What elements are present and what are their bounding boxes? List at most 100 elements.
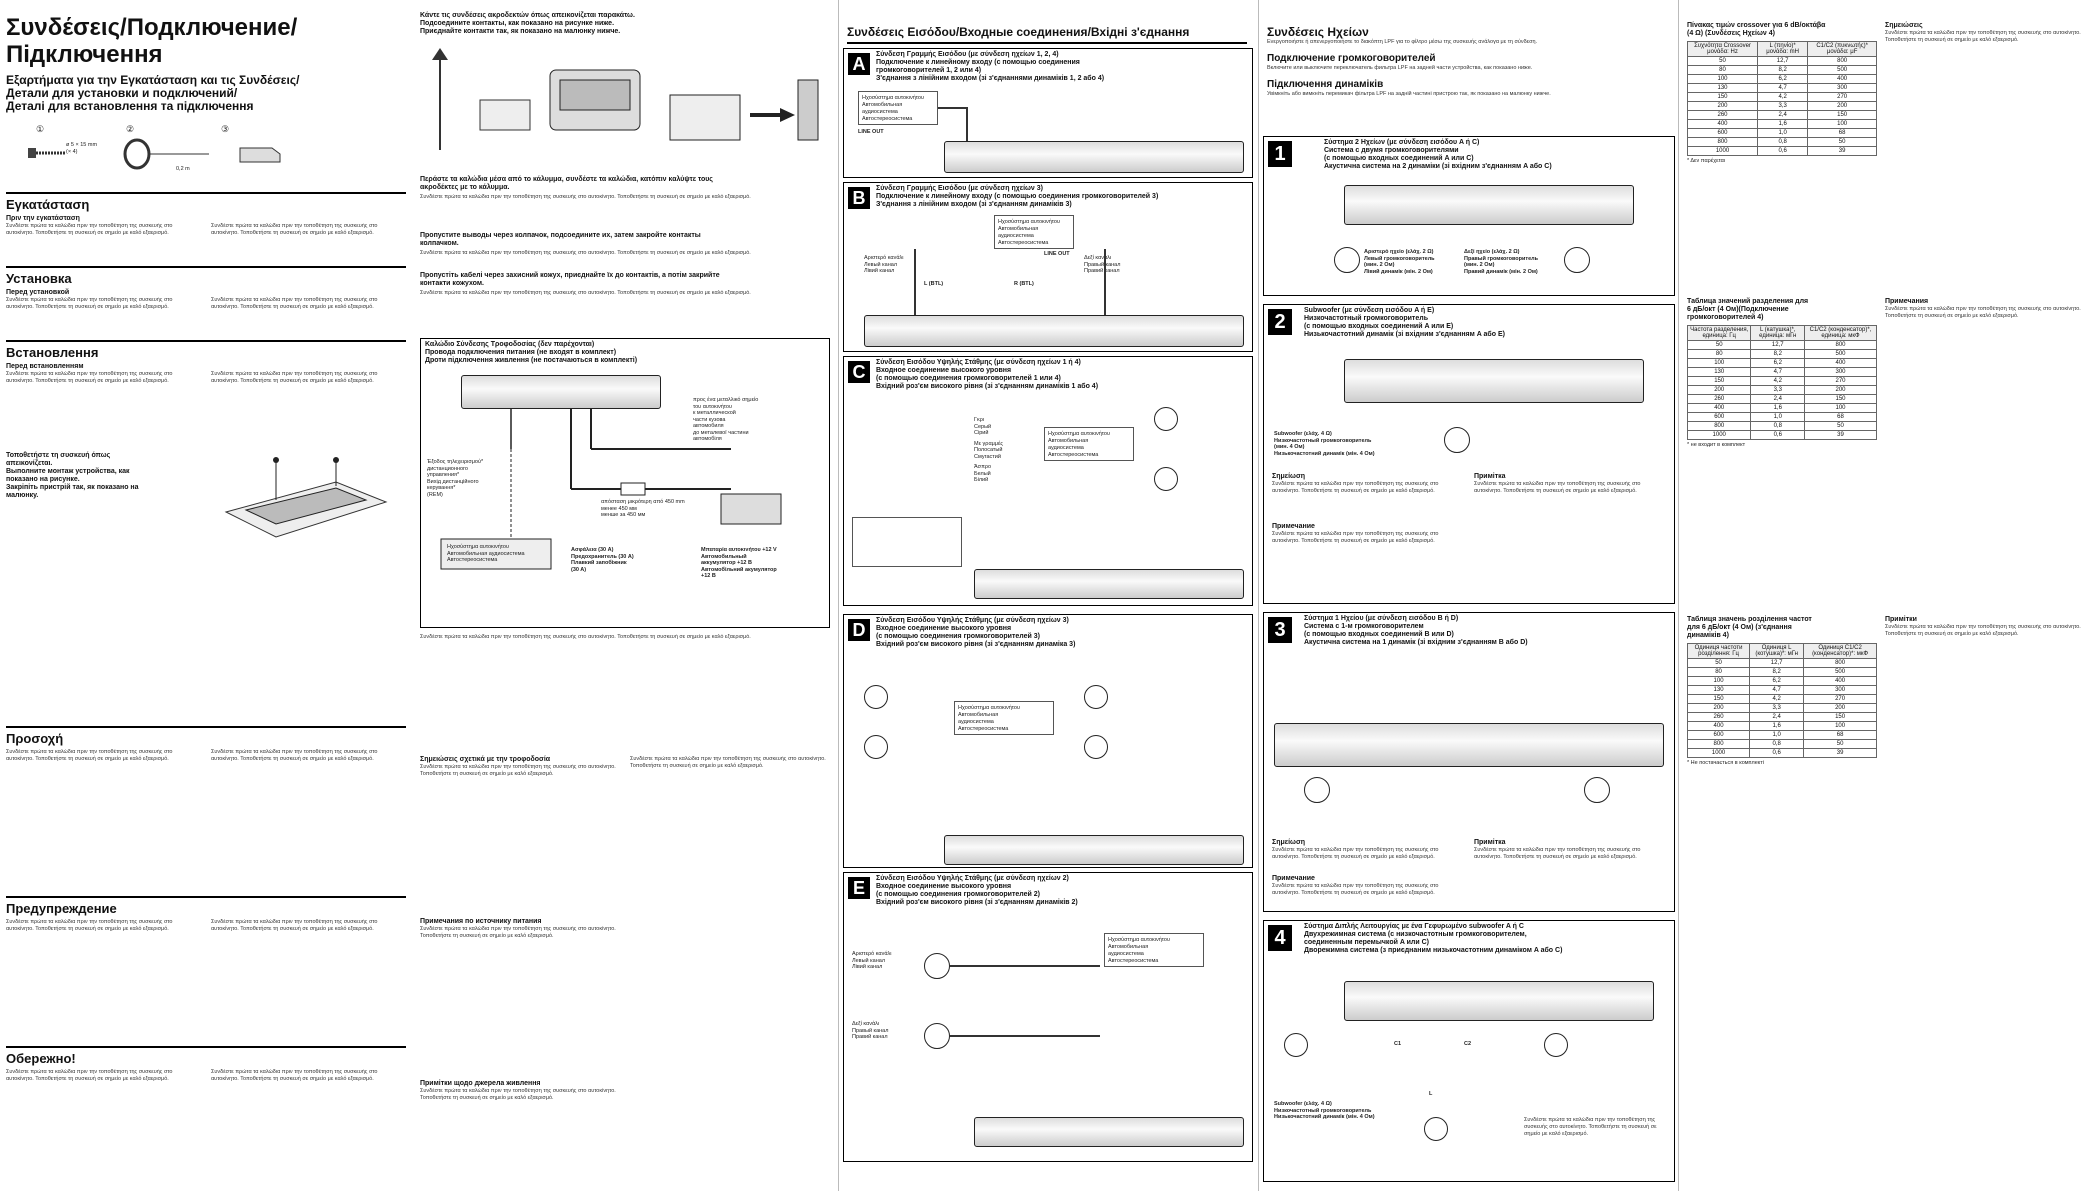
inputs-title: Συνδέσεις Εισόδου/Входные соединения/Вхі… [847,25,1190,39]
table2-cell: 1,6 [1750,403,1805,413]
section-e: E Σύνδεση Εισόδου Υψηλής Στάθμης (με σύν… [843,872,1253,1162]
speaker-intro-ru: Включите или выключите переключатель фил… [1267,65,1533,71]
left-ch-e: Αριστερό κανάλι Левый канал Лівий канал [852,951,892,971]
section-d-line3: (с помощью соединения громкоговорителей … [876,633,1041,640]
section-d-heading: Σύνδεση Εισόδου Υψηλής Στάθμης (με σύνδε… [876,617,1075,649]
power-notes-gr: Σημειώσεις σχετικά με την τροφοδοσία Συν… [420,756,620,1188]
power-wiring [440,409,782,570]
section-a-line3: громкоговорителей 1, 2 или 4) [876,67,982,74]
system-2-line2: Низкочастотный громкоговоритель [1304,315,1428,322]
speaker-s4-right-icon [1544,1033,1568,1057]
system-4-number: 4 [1268,925,1292,951]
wire-instr-ua: Приєднайте контакти так, як показано на … [420,28,621,35]
table3-title-1: Таблиця значень розділення частот [1687,616,1812,623]
wire-b1 [914,249,916,319]
color-gray-ru: Серый [974,423,992,430]
speaker-c-left-icon [1154,467,1178,491]
remote-label-2: дистанционного [427,465,468,472]
table2-cell: 1,0 [1750,412,1805,422]
battery-label: Μπαταρία αυτοκινήτου +12 V Автомобильный… [701,547,777,580]
mount-line-3: Выполните монтаж устройства, как [6,468,130,475]
table3-head-l: Одиниця L (котушка)*: мГн [1749,643,1805,659]
remote-label-1: Έξοδος τηλεχειρισμού* [427,459,484,465]
table3-cell: 400 [1686,721,1751,731]
mount-line-4: показано на рисунке. [6,476,80,483]
install-text-ua-2: Συνδέστε πρώτα τα καλώδια πριν την τοποθ… [211,371,378,384]
table2-cell: 0,8 [1750,421,1805,431]
right-spk-s1-1: Δεξί ηχείο (ελάχ. 2 Ω) [1464,249,1520,255]
table2-cell: 6,2 [1750,358,1805,368]
power-notes-text-gr: Συνδέστε πρώτα τα καλώδια πριν την τοποθ… [420,764,616,777]
amp-label-2: Автомобильная аудиосистема [447,550,525,557]
body-label-3: к металлической [693,410,736,416]
left-ch-e-1: Αριστερό κανάλι [852,951,892,957]
power-notes-text-ua: Συνδέστε πρώτα τα καλώδια πριν την τοποθ… [420,1088,616,1101]
table3-cell: 80 [1686,667,1751,677]
table3-cell: 8,2 [1749,667,1805,677]
left-ch-e-3: Лівий канал [852,964,883,970]
table2-head-c: C1/C2 (конденсатор)*, единица: мкФ [1804,325,1877,341]
speaker-e-right-icon [924,1023,950,1049]
table2-cell: 800 [1804,340,1877,350]
section-b-line2: Подключение к линейному входу (с помощью… [876,193,1159,200]
amplifier-a [944,141,1244,173]
stereo-b-4: Автостереосистема [998,240,1049,246]
section-a: A Σύνδεση Γραμμής Εισόδου (με σύνδεση ηχ… [843,48,1253,178]
section-c-line2: Входное соединение высокого уровня [876,367,1012,374]
table2-cell: 800 [1686,421,1752,431]
system-1-line3: (с помощью входных соединений A или C) [1324,155,1474,162]
section-b-letter: B [848,187,870,209]
color-white-ua: Білий [974,477,989,483]
part-2-number: ② [126,124,135,134]
system-1-line4: Акустична система на 2 динаміки (зі вхід… [1324,163,1552,170]
speaker-c-right-icon [1154,407,1178,431]
table1-cell: 1,0 [1756,128,1809,138]
amplifier-s2 [1344,359,1644,403]
system-2-line1: Subwoofer (με σύνδεση εισόδου A ή E) [1304,307,1435,314]
s2-note-left: Σημείωση Συνδέστε πρώτα τα καλώδια πριν … [1272,473,1462,591]
system-4-line4: Дворежимна система (з приєднаним низькоч… [1304,947,1563,954]
stereo-d-3: аудиосистема [958,719,994,725]
amp-label: Ηχοσύστημα αυτοκινήτου Автомобильная ауд… [447,544,525,564]
install-text-gr-2: Συνδέστε πρώτα τα καλώδια πριν την τοποθ… [211,223,378,236]
s3-note-right: Примітка Συνδέστε πρώτα τα καλώδια πριν … [1474,839,1664,875]
power-connection-box: Καλώδιο Σύνδεσης Τροφοδοσίας (δεν παρέχο… [420,338,830,628]
table1-cell: 50 [1807,137,1877,147]
table1-cell: 300 [1807,83,1877,93]
wire-instr-gr: Κάντε τις συνδέσεις ακροδεκτών όπως απει… [420,12,635,19]
table1-cell: 800 [1807,56,1877,66]
table3-head-c: Одиниця C1/C2 (конденсатор)*: мкФ [1803,643,1877,659]
s3-note-ua-text: Συνδέστε πρώτα τα καλώδια πριν την τοποθ… [1474,847,1641,860]
page-title-line1: Συνδέσεις/Подключение/ [6,14,298,41]
color-gray-gr: Γκρι [974,417,985,423]
strip-instructions: Περάστε τα καλώδια μέσα από το κάλυμμα, … [420,176,830,312]
table1-cell: 130 [1687,83,1758,93]
table1-head-c: C1/C2 (πυκνωτής)* μονάδα: μF [1807,41,1877,57]
table3-cell: 150 [1686,694,1751,704]
table2-cell: 600 [1686,412,1752,422]
table3-cell: 0,6 [1749,748,1805,758]
caution-text-ru-2: Συνδέστε πρώτα τα καλώδια πριν την τοποθ… [211,919,378,932]
system-2-line4: Низькочастотний динамік (зі вхідним з'єд… [1304,331,1505,338]
table3-cell: 4,7 [1749,685,1805,695]
table1-cell: 100 [1807,119,1877,129]
table2-cell: 150 [1686,376,1752,386]
system-2-line3: (с помощью входных соединений A или E) [1304,323,1454,330]
wire-a1 [938,107,968,109]
table3-cell: 50 [1803,739,1877,749]
stereo-d-4: Автостереосистема [958,726,1009,732]
body-label-2: του αυτοκινήτου [693,403,732,410]
strip-instr-2: ακροδέκτες με το κάλυμμα. [420,184,510,191]
fuse-note-3: менше за 450 мм [601,512,646,518]
section-c-heading: Σύνδεση Εισόδου Υψηλής Στάθμης (με σύνδε… [876,359,1098,391]
amp-label-3: Автостереосистема [447,557,498,563]
colors-c: Γκρι Серый Сірий Με γραμμές Полосатый См… [974,417,1003,484]
line-out-b: LINE OUT [1044,251,1070,257]
table3-cell: 800 [1803,658,1877,668]
parts-row: ① ② ③ ø 5 × 15 mm (× 4) 0,2 m [6,124,306,178]
before-install-ru: Перед установкой [6,289,70,296]
left-spk-s1-3: (мин. 2 Ом) [1364,262,1395,268]
